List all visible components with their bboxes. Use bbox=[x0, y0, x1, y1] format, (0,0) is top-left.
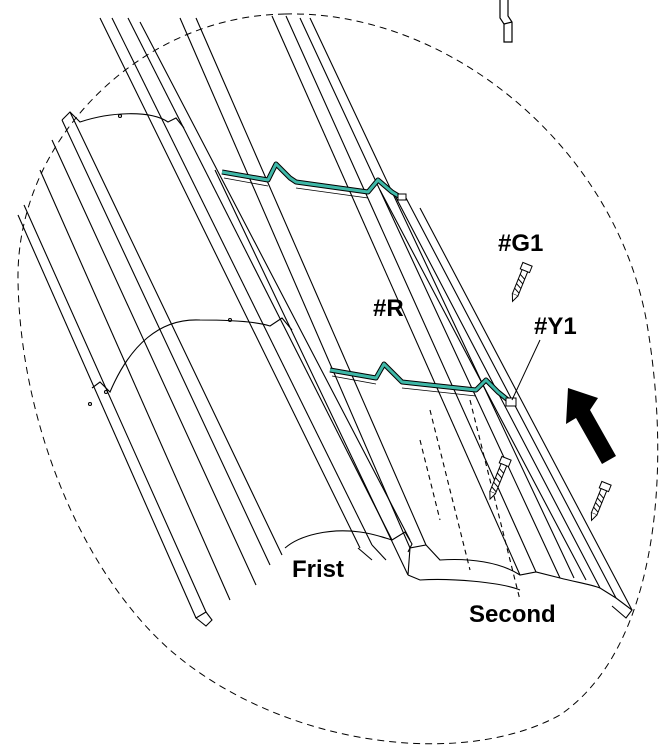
label-first-panel: Frist bbox=[292, 556, 345, 583]
arrow-up-left-icon bbox=[566, 388, 616, 464]
y1-leader-line bbox=[511, 339, 541, 401]
clip-upper bbox=[397, 193, 407, 201]
first-roof-panel bbox=[17, 17, 413, 627]
screw-icon bbox=[511, 261, 533, 303]
sealing-strip-upper bbox=[221, 161, 404, 201]
label-y1: #Y1 bbox=[534, 313, 577, 340]
label-second-panel: Second bbox=[469, 601, 556, 628]
detail-callout-ellipse bbox=[17, 13, 659, 745]
screw-icon bbox=[489, 455, 512, 501]
sealing-strip-lower bbox=[329, 361, 510, 402]
second-roof-panel bbox=[179, 15, 633, 619]
screw-icon bbox=[590, 480, 612, 522]
label-g1: #G1 bbox=[498, 230, 544, 257]
mounting-bracket-icon bbox=[499, 0, 513, 43]
label-r: #R bbox=[373, 295, 404, 322]
clip-lower bbox=[505, 397, 517, 407]
